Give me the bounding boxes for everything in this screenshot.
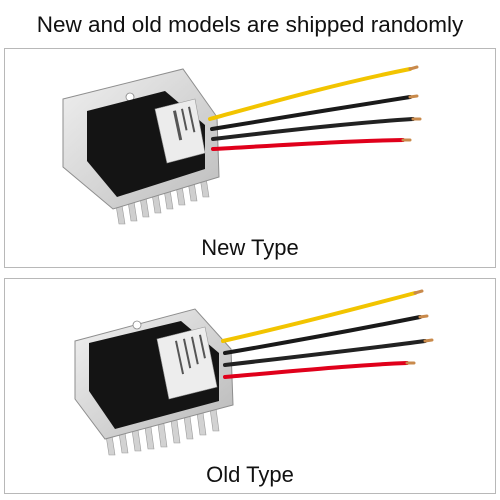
wire-tips [401,65,422,142]
mounting-hole [132,320,142,330]
old-type-converter-photo [74,289,434,456]
new-type-caption: New Type [201,235,299,260]
wires [208,67,415,151]
label-marks [173,106,196,141]
wires [221,291,427,379]
old-type-caption: Old Type [206,462,294,487]
page-headline: New and old models are shipped randomly [36,12,464,37]
new-type-panel: New Type [4,48,496,268]
new-type-converter-photo [62,65,422,225]
wire-tips [405,289,434,365]
label-marks [175,334,206,375]
old-type-panel: Old Type [4,278,496,494]
